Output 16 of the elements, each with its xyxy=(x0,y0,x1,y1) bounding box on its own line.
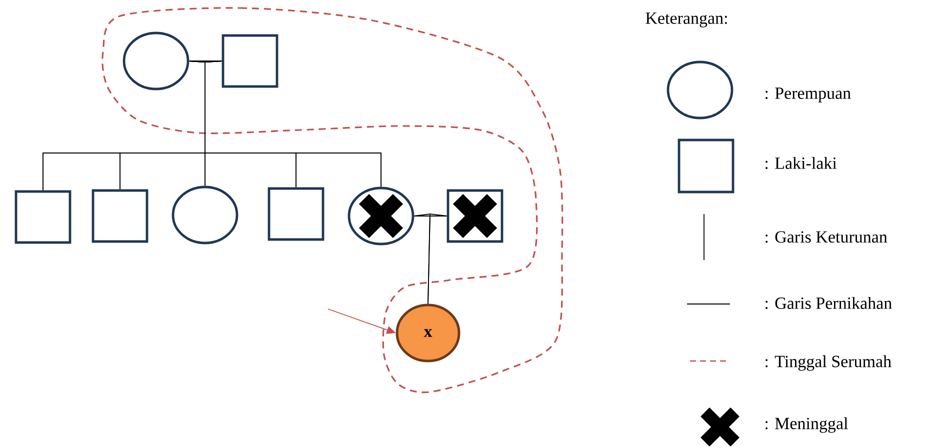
legend-label: : Meninggal xyxy=(766,417,848,433)
legend-label: : Laki-laki xyxy=(766,157,837,170)
square-symbol xyxy=(268,187,324,241)
legend-title: Keterangan: xyxy=(646,12,727,28)
legend-label: : Perempuan xyxy=(766,88,851,102)
descent-line xyxy=(428,214,448,304)
square-symbol xyxy=(222,34,278,88)
circle-symbol xyxy=(122,32,190,90)
deceased-circle-symbol xyxy=(348,186,414,246)
square-symbol xyxy=(92,189,148,243)
square-symbol xyxy=(14,190,72,244)
circle-symbol xyxy=(172,186,238,244)
legend-label: : Tinggal Serumah xyxy=(766,355,892,371)
legend-label: : Garis Pernikahan xyxy=(766,297,892,310)
legend-label: : Garis Keturunan xyxy=(766,231,888,243)
deceased-square-symbol xyxy=(446,189,504,243)
